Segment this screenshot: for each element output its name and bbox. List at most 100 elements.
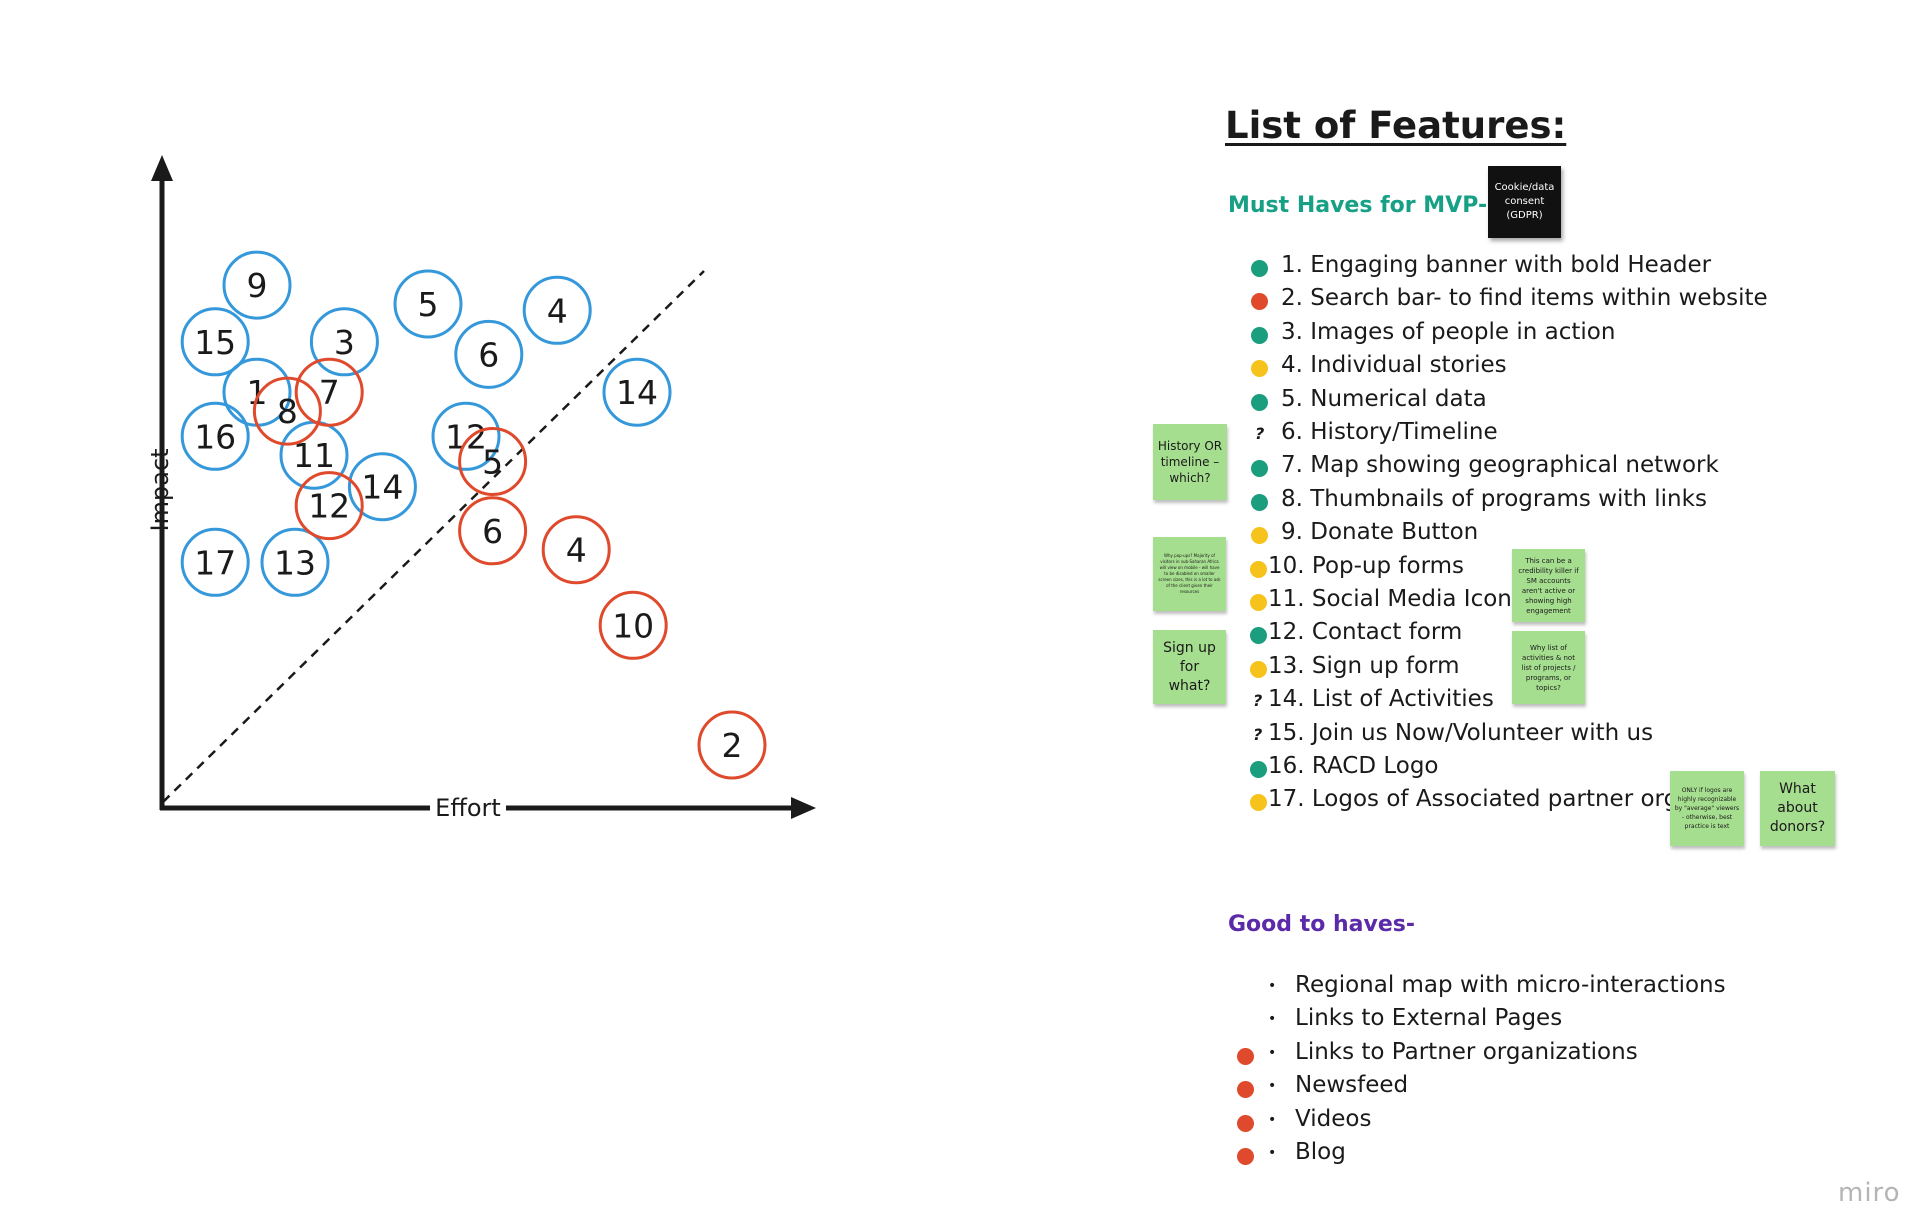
yellow-status-dot xyxy=(1251,360,1268,378)
feature-item[interactable]: 16. RACD Logo xyxy=(1268,753,1439,779)
blue-circle-label: 4 xyxy=(547,291,568,330)
red-feature-circle[interactable]: 6 xyxy=(458,496,528,566)
feature-item[interactable]: 3. Images of people in action xyxy=(1281,318,1616,345)
red-status-dot xyxy=(1237,1047,1254,1065)
red-feature-circle[interactable]: 8 xyxy=(252,376,322,446)
green-status-dot xyxy=(1251,393,1268,411)
red-feature-circle[interactable]: 5 xyxy=(458,427,528,496)
diagonal-divider-line xyxy=(162,270,705,803)
good-to-have-item[interactable]: Blog xyxy=(1295,1139,1346,1165)
feature-item[interactable]: 13. Sign up form xyxy=(1268,652,1460,679)
blue-feature-circle[interactable]: 6 xyxy=(454,319,524,389)
red-status-dot xyxy=(1237,1081,1254,1099)
feature-item[interactable]: 1. Engaging banner with bold Header xyxy=(1281,252,1712,278)
feature-item[interactable]: 9. Donate Button xyxy=(1281,519,1479,546)
feature-item[interactable]: 14. List of Activities xyxy=(1268,686,1494,713)
blue-circle-label: 9 xyxy=(247,266,268,305)
feature-item[interactable]: 2. Search bar- to find items within webs… xyxy=(1281,285,1768,312)
x-axis-label: Effort xyxy=(435,794,501,822)
good-to-have-item[interactable]: Newsfeed xyxy=(1295,1072,1409,1099)
sticky-note-signup[interactable]: Sign up for what? xyxy=(1153,630,1226,704)
question-marker-icon: ? xyxy=(1255,424,1265,443)
red-feature-circle[interactable]: 7 xyxy=(294,357,364,427)
good-to-have-item[interactable]: Videos xyxy=(1295,1105,1372,1132)
red-circle-label: 8 xyxy=(277,392,298,431)
red-circle-label: 6 xyxy=(482,512,503,551)
sticky-note-donors[interactable]: What about donors? xyxy=(1760,771,1835,846)
green-status-dot xyxy=(1250,761,1267,778)
yellow-status-dot xyxy=(1251,527,1268,545)
question-marker-icon: ? xyxy=(1253,724,1263,744)
x-axis-arrowhead xyxy=(791,797,816,819)
feature-item[interactable]: 10. Pop-up forms xyxy=(1268,552,1465,579)
miro-watermark: miro xyxy=(1838,1178,1901,1208)
blue-feature-circle[interactable]: 14 xyxy=(602,357,672,427)
blue-feature-circle[interactable]: 15 xyxy=(180,307,250,377)
green-status-dot xyxy=(1251,493,1268,511)
must-haves-heading: Must Haves for MVP- xyxy=(1228,193,1488,218)
feature-item[interactable]: 5. Numerical data xyxy=(1281,385,1487,412)
feature-item[interactable]: 17. Logos of Associated partner orgs. xyxy=(1268,786,1698,813)
question-marker-icon: ? xyxy=(1253,691,1263,711)
good-to-have-item[interactable]: Regional map with micro-interactions xyxy=(1295,972,1726,998)
blue-circle-ring xyxy=(347,452,417,522)
sticky-note-social[interactable]: This can be a credibility killer if SM a… xyxy=(1512,549,1585,622)
list-bullet-icon: • xyxy=(1268,1145,1277,1161)
blue-feature-circle[interactable]: 17 xyxy=(180,527,250,597)
blue-circle-ring xyxy=(180,401,250,471)
yellow-status-dot xyxy=(1250,560,1267,578)
cookie-consent-note[interactable]: Cookie/data consent (GDPR) xyxy=(1488,166,1561,238)
red-circle-ring xyxy=(541,515,611,585)
blue-feature-circle[interactable]: 5 xyxy=(393,269,463,339)
red-circle-ring xyxy=(294,471,364,541)
blue-feature-circle[interactable]: 13 xyxy=(260,527,330,597)
sticky-note-history[interactable]: History OR timeline – which? xyxy=(1153,424,1227,500)
sticky-note-logos[interactable]: ONLY if logos are highly recognizable by… xyxy=(1670,771,1744,846)
x-axis-label-bg xyxy=(430,792,506,824)
red-feature-circle[interactable]: 2 xyxy=(697,710,767,780)
red-circle-label: 7 xyxy=(319,373,340,412)
sticky-note-popup[interactable]: Why pop-ups? Majority of visitors in sub… xyxy=(1153,537,1226,611)
blue-feature-circle[interactable]: 3 xyxy=(309,307,379,377)
red-feature-circle[interactable]: 10 xyxy=(598,590,668,660)
feature-item[interactable]: 4. Individual stories xyxy=(1281,352,1507,379)
blue-circle-ring xyxy=(602,357,672,427)
good-to-have-item[interactable]: Links to Partner organizations xyxy=(1295,1038,1638,1065)
red-circle-ring xyxy=(458,496,528,566)
red-circle-label: 5 xyxy=(482,443,503,482)
blue-feature-circle[interactable]: 9 xyxy=(222,250,292,320)
blue-feature-circle[interactable]: 12 xyxy=(431,401,501,471)
feature-item[interactable]: 6. History/Timeline xyxy=(1281,419,1498,445)
red-status-dot xyxy=(1237,1114,1254,1132)
red-feature-circle[interactable]: 12 xyxy=(294,471,364,541)
blue-feature-circle[interactable]: 4 xyxy=(522,275,592,345)
blue-feature-circle[interactable]: 14 xyxy=(347,452,417,522)
red-status-dot xyxy=(1237,1148,1254,1165)
green-status-dot xyxy=(1250,627,1267,645)
red-circle-ring xyxy=(458,427,528,496)
blue-circle-label: 15 xyxy=(194,323,236,362)
blue-circle-label: 13 xyxy=(274,543,316,582)
blue-circle-label: 12 xyxy=(445,417,487,456)
good-to-have-item[interactable]: Links to External Pages xyxy=(1295,1005,1563,1032)
feature-item[interactable]: 12. Contact form xyxy=(1268,619,1463,646)
blue-circle-ring xyxy=(393,269,463,339)
list-bullet-icon: • xyxy=(1268,1044,1277,1061)
feature-item[interactable]: 8. Thumbnails of programs with links xyxy=(1281,485,1707,512)
feature-item[interactable]: 11. Social Media Icons xyxy=(1268,586,1524,612)
list-bullet-icon: • xyxy=(1268,1011,1277,1028)
feature-item[interactable]: 15. Join us Now/Volunteer with us xyxy=(1268,719,1654,746)
feature-item[interactable]: 7. Map showing geographical network xyxy=(1281,452,1719,479)
red-feature-circle[interactable]: 4 xyxy=(541,515,611,585)
blue-feature-circle[interactable]: 16 xyxy=(180,401,250,471)
blue-circle-ring xyxy=(222,250,292,320)
sticky-note-activities[interactable]: Why list of activities & not list of pro… xyxy=(1512,631,1585,704)
y-axis-label: Impact xyxy=(146,448,174,531)
blue-circle-label: 14 xyxy=(361,468,403,507)
yellow-status-dot xyxy=(1250,660,1267,678)
red-circle-ring xyxy=(294,357,364,427)
